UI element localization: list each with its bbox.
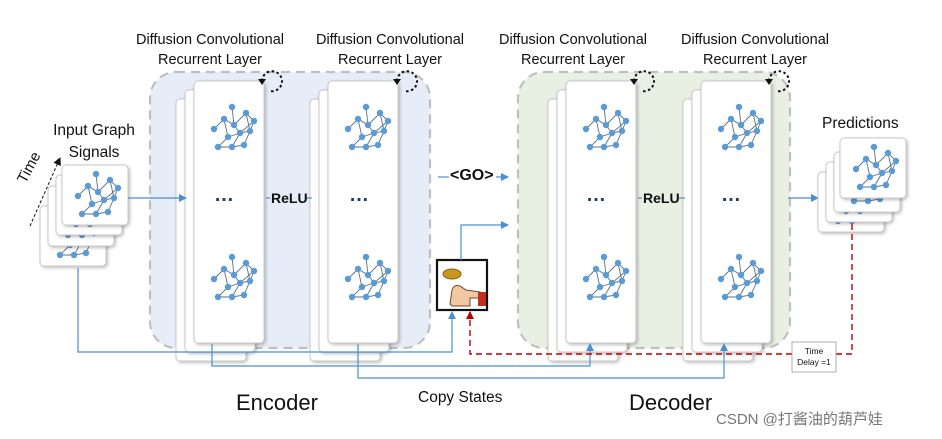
time-delay-line: Time — [804, 346, 824, 356]
layer-title-line: Diffusion Convolutional — [680, 32, 830, 48]
decoder-layer-1-stack — [548, 81, 636, 361]
relu-label-encoder: ReLU — [271, 190, 308, 206]
layer-title-line: Recurrent Layer — [338, 52, 442, 68]
encoder-layer-2-title: Diffusion Convolutional Recurrent Layer — [300, 30, 480, 70]
go-token: <GO> — [450, 167, 494, 184]
layer-title-line: Diffusion Convolutional — [498, 32, 648, 48]
ellipsis: … — [349, 184, 369, 206]
time-delay-label: Time Delay =1 — [792, 346, 836, 368]
input-graph-signals — [40, 165, 128, 266]
predictions-label: Predictions — [822, 115, 899, 132]
ellipsis: … — [586, 184, 606, 206]
time-delay-box — [791, 341, 837, 373]
layer-title-line: Recurrent Layer — [158, 52, 262, 68]
decoder-layer-1-title: Diffusion Convolutional Recurrent Layer — [483, 30, 663, 70]
encoder-label: Encoder — [236, 390, 318, 415]
relu-label-decoder: ReLU — [643, 190, 680, 206]
decoder-layer-2-stack — [683, 81, 771, 361]
time-delay-line: Delay =1 — [797, 357, 831, 367]
decoder-label: Decoder — [629, 390, 713, 415]
input-label-line: Signals — [68, 144, 120, 161]
encoder-layer-2-stack — [310, 81, 398, 361]
layer-title-line: Recurrent Layer — [703, 52, 807, 68]
coin-flip-hand-icon — [435, 258, 489, 312]
watermark: CSDN @打酱油的葫芦娃 — [716, 411, 883, 428]
prediction-graphs — [818, 138, 906, 232]
copy-states-label: Copy States — [418, 389, 503, 406]
input-label: Input Graph Signals — [34, 120, 154, 164]
layer-title-line: Diffusion Convolutional — [135, 32, 285, 48]
ellipsis: … — [214, 184, 234, 206]
layer-title-line: Diffusion Convolutional — [315, 32, 465, 48]
encoder-layer-1-stack — [176, 81, 264, 361]
input-label-line: Input Graph — [53, 122, 135, 139]
encoder-layer-1-title: Diffusion Convolutional Recurrent Layer — [120, 30, 300, 70]
decoder-layer-2-title: Diffusion Convolutional Recurrent Layer — [665, 30, 845, 70]
layer-title-line: Recurrent Layer — [521, 52, 625, 68]
ellipsis: … — [721, 184, 741, 206]
